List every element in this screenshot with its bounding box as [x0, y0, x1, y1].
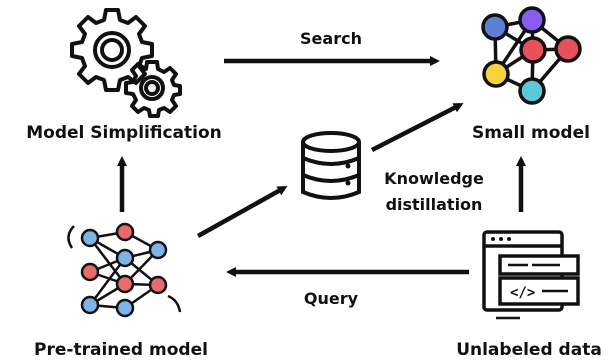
database-icon: [301, 131, 361, 200]
small-model-label: Small model: [472, 123, 590, 143]
database-to-small-model-arrow: [370, 102, 464, 153]
search-edge-label: Search: [300, 29, 362, 48]
neural-network-icon: [67, 222, 182, 318]
distillation-edge-label: distillation: [386, 195, 483, 214]
pretrained-to-database-arrow: [196, 186, 288, 238]
gears-icon: [70, 8, 182, 118]
pretrained-model-label: Pre-trained model: [34, 340, 208, 360]
unlabeled-data-label: Unlabeled data: [456, 340, 602, 360]
query-edge-label: Query: [304, 289, 359, 308]
model-simplification-label: Model Simplification: [26, 123, 222, 143]
code-window-icon: </>: [482, 230, 580, 320]
knowledge-edge-label: Knowledge: [384, 169, 484, 188]
svg-text:</>: </>: [510, 285, 535, 301]
colored-network-icon: [481, 6, 582, 105]
